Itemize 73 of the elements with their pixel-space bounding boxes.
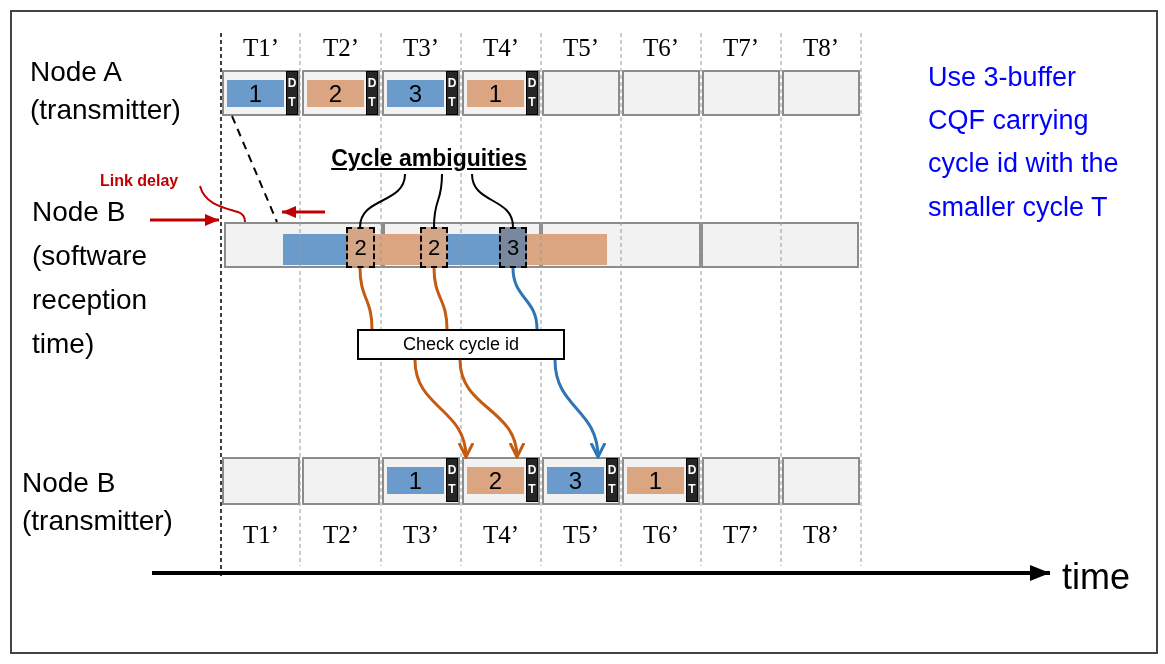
ambiguous-frame: 2 [420,227,448,268]
arrow [553,359,606,459]
time-slot-label: T1’ [241,520,281,550]
time-slot-label: T4’ [481,520,521,550]
time-slot [462,70,540,116]
frame-block: 2 [467,467,524,494]
connector-line [231,115,278,223]
time-slot [701,222,859,268]
time-slot [383,222,541,268]
time-slot-label: T8’ [801,33,841,63]
time-slot [541,222,701,268]
time-slot-label: T8’ [801,520,841,550]
time-slot-label: T5’ [561,33,601,63]
time-slot [702,70,780,116]
connector-line [358,267,374,330]
frame-block: 1 [467,80,524,107]
time-slot [702,457,780,505]
time-slot [622,70,700,116]
time-slot-label: T3’ [401,520,441,550]
time-slot [302,457,380,505]
ambiguous-frame: 3 [499,227,527,268]
time-slot [462,457,540,505]
time-slot [382,457,460,505]
time-slot [542,457,620,505]
time-slot [782,70,860,116]
time-slot-label: T6’ [641,520,681,550]
time-slot-label: T4’ [481,33,521,63]
frame-block: 3 [547,467,604,494]
time-slot [302,70,380,116]
row-label: Node B (software reception time) [32,195,149,361]
leader-line [359,173,406,228]
leader-line [433,173,443,228]
frame-block: 3 [387,80,444,107]
arrow [458,359,525,459]
time-slot [382,70,460,116]
dt-marker: D T [446,458,458,502]
frame-block: 1 [227,80,284,107]
time-slot [782,457,860,505]
time-slot-label: T7’ [721,520,761,550]
time-slot [222,457,300,505]
process-box: Check cycle id [357,329,565,360]
time-slot [222,70,300,116]
connector-line [511,267,539,330]
dt-marker: D T [446,71,458,115]
time-slot [224,222,383,268]
dt-marker: D T [526,458,538,502]
frame-block: 1 [627,467,684,494]
axis-label: time [1062,555,1131,599]
frame-block: 1 [387,467,444,494]
callout-text: Cycle ambiguities [300,142,558,174]
time-slot [622,457,700,505]
time-slot-label: T5’ [561,520,601,550]
time-slot-label: T7’ [721,33,761,63]
dt-marker: D T [286,71,298,115]
time-slot [542,70,620,116]
time-slot-label: T3’ [401,33,441,63]
dt-marker: D T [366,71,378,115]
arrow [413,359,474,459]
dt-marker: D T [606,458,618,502]
ambiguous-frame: 2 [346,227,375,268]
time-slot-label: T2’ [321,33,361,63]
row-label: Node A (transmitter) [30,55,182,127]
dt-marker: D T [526,71,538,115]
leader-line [471,173,514,228]
note-text: Use 3-buffer CQF carrying cycle id with the smaller cycle T [928,61,1120,224]
dt-marker: D T [686,458,698,502]
time-slot-label: T1’ [241,33,281,63]
dimension-label: Link delay [100,171,180,191]
connector-line [432,267,449,330]
row-label: Node B (transmitter) [22,466,174,538]
time-slot-label: T6’ [641,33,681,63]
time-slot-label: T2’ [321,520,361,550]
frame-block: 2 [307,80,364,107]
